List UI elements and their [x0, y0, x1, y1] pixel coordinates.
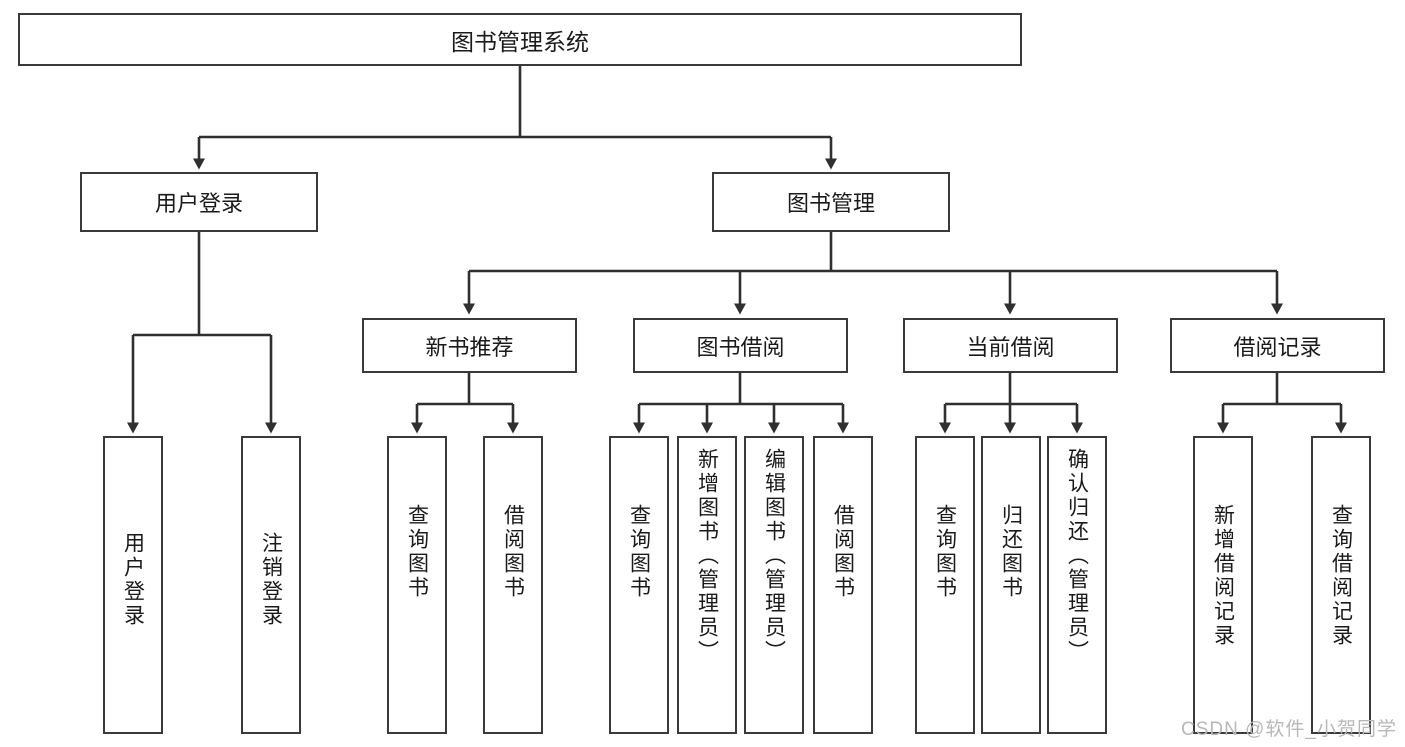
node-label: 查询图书	[405, 504, 429, 600]
node-book-management[interactable]: 图书管理	[712, 172, 950, 232]
node-label: 图书借阅	[696, 334, 785, 360]
leaf-add-borrow-record[interactable]: 新增借阅记录	[1193, 436, 1253, 734]
leaf-query-borrow-record[interactable]: 查询借阅记录	[1311, 436, 1371, 734]
node-label: 图书管理	[786, 191, 875, 216]
node-current-borrow[interactable]: 当前借阅	[903, 318, 1118, 373]
node-label: 查询图书	[933, 504, 957, 600]
node-label: 新书推荐	[425, 334, 514, 360]
node-label: 当前借阅	[966, 334, 1055, 360]
node-label: 图书管理系统	[451, 28, 589, 55]
leaf-edit-book-admin[interactable]: 编辑图书（管理员）	[744, 436, 804, 734]
node-label: 确认归还（管理员）	[1065, 448, 1089, 664]
node-label: 借阅记录	[1233, 334, 1322, 360]
leaf-user-login[interactable]: 用户登录	[103, 436, 163, 734]
leaf-logout[interactable]: 注销登录	[241, 436, 301, 734]
leaf-borrow-book-recommend[interactable]: 借阅图书	[483, 436, 543, 734]
node-label: 新增图书（管理员）	[695, 448, 719, 664]
leaf-confirm-return-admin[interactable]: 确认归还（管理员）	[1047, 436, 1107, 734]
node-root-system[interactable]: 图书管理系统	[18, 13, 1022, 66]
node-label: 借阅图书	[831, 504, 855, 600]
node-new-book-recommend[interactable]: 新书推荐	[362, 318, 577, 373]
node-label: 用户登录	[154, 191, 243, 216]
leaf-borrow-book[interactable]: 借阅图书	[813, 436, 873, 734]
node-label: 查询借阅记录	[1329, 504, 1353, 648]
csdn-watermark: CSDN @软件_小贺同学	[1181, 719, 1397, 740]
node-label: 编辑图书（管理员）	[762, 448, 786, 664]
node-user-login[interactable]: 用户登录	[80, 172, 318, 232]
node-label: 借阅图书	[501, 504, 525, 600]
leaf-query-book-recommend[interactable]: 查询图书	[387, 436, 447, 734]
node-label: 注销登录	[259, 532, 283, 628]
leaf-return-book[interactable]: 归还图书	[981, 436, 1041, 734]
node-borrow-record[interactable]: 借阅记录	[1170, 318, 1385, 373]
node-label: 新增借阅记录	[1211, 504, 1235, 648]
node-label: 归还图书	[999, 504, 1023, 600]
node-book-borrow[interactable]: 图书借阅	[633, 318, 848, 373]
leaf-query-book-current[interactable]: 查询图书	[915, 436, 975, 734]
leaf-query-book-borrow[interactable]: 查询图书	[609, 436, 669, 734]
leaf-add-book-admin[interactable]: 新增图书（管理员）	[677, 436, 737, 734]
node-label: 查询图书	[627, 504, 651, 600]
node-label: 用户登录	[121, 532, 145, 628]
